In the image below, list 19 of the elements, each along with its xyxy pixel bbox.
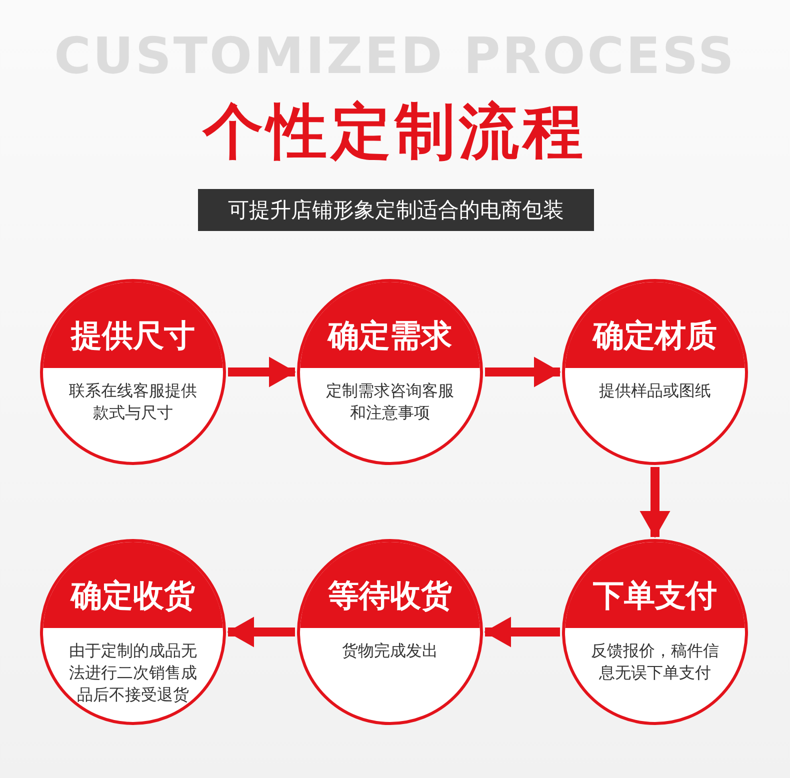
step-heading: 确定材质 — [565, 282, 745, 368]
arrow — [484, 616, 560, 648]
arrow — [640, 467, 670, 538]
step-heading: 确定需求 — [300, 282, 480, 368]
step-description: 提供样品或图纸 — [598, 380, 712, 402]
arrow — [227, 616, 295, 648]
step-description: 联系在线客服提供款式与尺寸 — [69, 380, 197, 424]
step-heading: 确定收货 — [43, 542, 223, 628]
arrow — [485, 356, 561, 388]
title: 个性定制流程 — [201, 96, 588, 168]
step-description: 反馈报价，稿件信息无误下单支付 — [591, 640, 719, 684]
step-heading: 下单支付 — [565, 542, 745, 628]
step-description: 定制需求咨询客服和注意事项 — [326, 380, 454, 424]
step-description: 由于定制的成品无法进行二次销售成品后不接受退货 — [69, 640, 197, 706]
subtitle-banner: 可提升店铺形象定制适合的电商包装 — [198, 189, 594, 231]
arrow — [228, 356, 296, 388]
step-heading: 等待收货 — [300, 542, 480, 628]
step-description: 货物完成发出 — [341, 640, 439, 662]
step-heading: 提供尺寸 — [43, 282, 223, 368]
